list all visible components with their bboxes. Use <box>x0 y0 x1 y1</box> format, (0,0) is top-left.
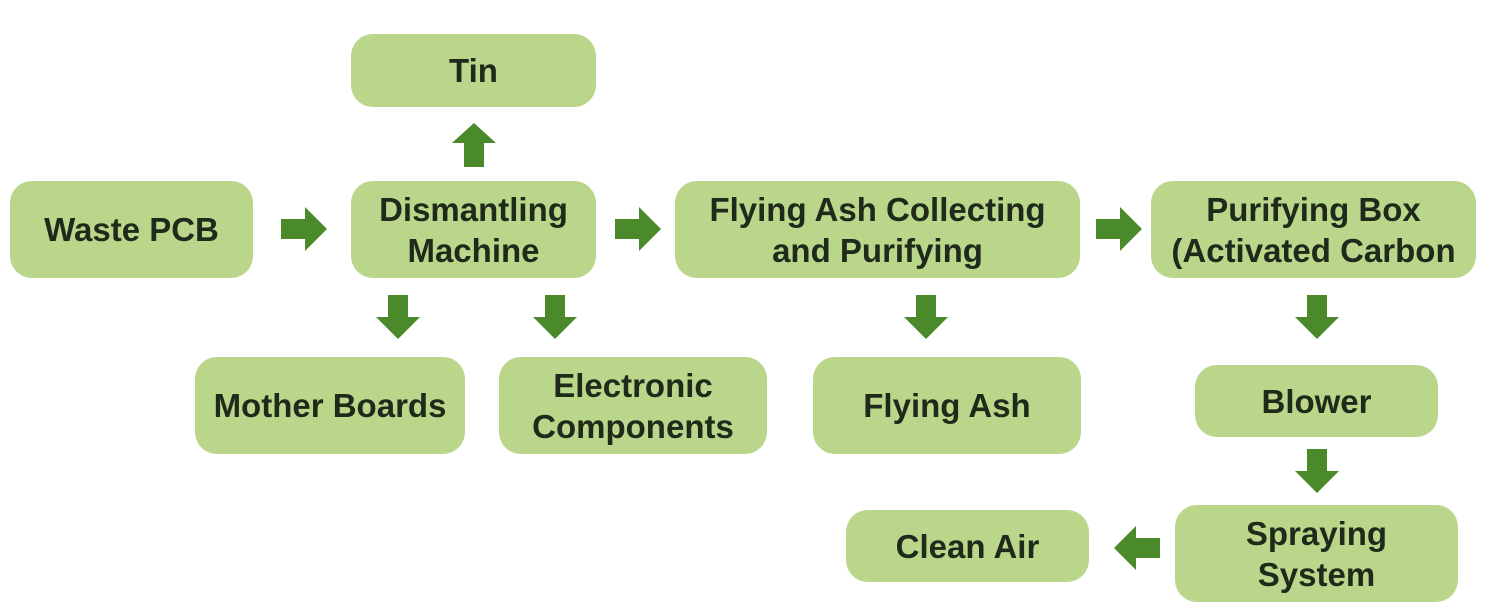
node-dismantling-machine-label-line-1: Dismantling <box>379 190 568 228</box>
node-blower: Blower <box>1195 365 1438 437</box>
node-flying-ash: Flying Ash <box>813 357 1081 454</box>
arrow-dismantling-to-flying-ash-collecting <box>615 207 661 251</box>
node-dismantling-machine: Dismantling Machine <box>351 181 596 278</box>
node-dismantling-machine-label-line-2: Machine <box>407 231 540 269</box>
node-clean-air: Clean Air <box>846 510 1089 582</box>
arrow-waste-pcb-to-dismantling <box>281 207 327 251</box>
node-electronic-components: Electronic Components <box>499 357 767 454</box>
node-electronic-components-label-line-1: Electronic <box>553 366 713 404</box>
node-spraying-system-label-line-1: Spraying <box>1245 514 1388 552</box>
node-spraying-system-label-line-2: System <box>1257 555 1376 593</box>
arrow-dismantling-to-mother-boards <box>376 295 420 339</box>
node-spraying-system: Spraying System <box>1175 505 1458 602</box>
node-flying-ash-collecting-label-line-2: and Purifying <box>772 231 983 269</box>
node-waste-pcb-label-line-1: Waste PCB <box>44 211 219 248</box>
node-clean-air-label-line-1: Clean Air <box>895 527 1040 565</box>
arrow-flying-ash-collecting-to-purifying-box <box>1096 207 1142 251</box>
arrow-blower-to-spraying-system <box>1295 449 1339 493</box>
node-tin-label-line-1: Tin <box>449 52 498 89</box>
arrow-dismantling-to-tin <box>452 123 496 167</box>
arrow-flying-ash-collecting-to-flying-ash <box>904 295 948 339</box>
node-purifying-box: Purifying Box (Activated Carbon <box>1151 181 1476 278</box>
node-blower-label-line-1: Blower <box>1261 382 1372 420</box>
node-mother-boards: Mother Boards <box>195 357 465 454</box>
arrow-dismantling-to-electronic-components <box>533 295 577 339</box>
node-waste-pcb: Waste PCB <box>10 181 253 278</box>
node-flying-ash-label-line-1: Flying Ash <box>863 387 1031 424</box>
node-flying-ash-collecting-label-line-1: Flying Ash Collecting <box>709 190 1046 228</box>
arrow-spraying-system-to-clean-air <box>1114 526 1160 570</box>
node-flying-ash-collecting: Flying Ash Collecting and Purifying <box>675 181 1080 278</box>
node-mother-boards-label-line-1: Mother Boards <box>213 387 447 424</box>
arrow-purifying-box-to-blower <box>1295 295 1339 339</box>
node-purifying-box-label-line-1: Purifying Box <box>1206 190 1421 228</box>
node-purifying-box-label-line-2: (Activated Carbon <box>1171 231 1456 269</box>
node-electronic-components-label-line-2: Components <box>532 407 734 445</box>
node-tin: Tin <box>351 34 596 107</box>
